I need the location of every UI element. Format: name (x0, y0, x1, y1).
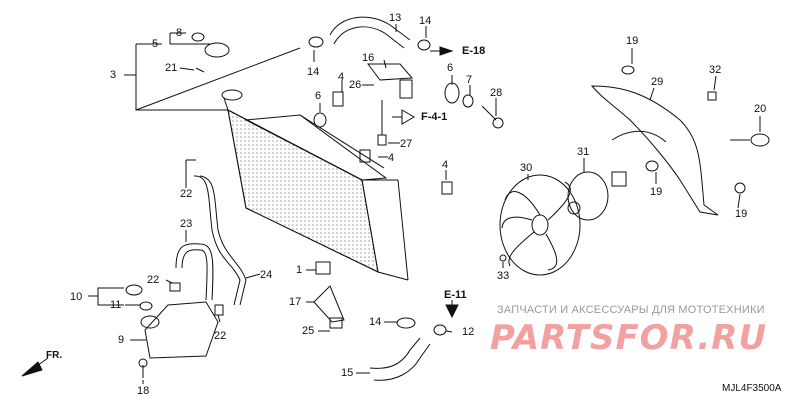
callout-19-middle: 19 (650, 186, 663, 198)
diagram-code: MJL4F3500A (722, 383, 782, 394)
callout-15: 15 (341, 367, 354, 379)
cooling-fan (499, 174, 581, 276)
fan-shroud (590, 65, 719, 216)
callout-20: 20 (754, 103, 767, 115)
leader-lines (88, 24, 761, 384)
callout-6-left: 6 (315, 90, 322, 102)
callout-8: 8 (176, 27, 183, 39)
callout-33: 33 (497, 270, 510, 282)
ref-e18: E-18 (462, 45, 486, 57)
callout-19-top: 19 (626, 35, 639, 47)
callout-30: 30 (520, 162, 533, 174)
stay-bracket (313, 63, 453, 195)
callout-25: 25 (302, 325, 315, 337)
watermark-text: ЗАПЧАСТИ И АКСЕССУАРЫ ДЛЯ МОТОТЕХНИКИ (497, 304, 765, 316)
callout-29: 29 (651, 76, 664, 88)
fan-motor (567, 160, 659, 221)
callout-31: 31 (577, 146, 590, 158)
callout-32: 32 (709, 64, 722, 76)
callout-7: 7 (466, 74, 473, 86)
radiator-core (223, 97, 409, 281)
overflow-hoses (169, 175, 247, 316)
callout-4-middle: 4 (388, 152, 395, 164)
radiator-stay (313, 261, 345, 329)
callout-27: 27 (400, 138, 413, 150)
callout-11: 11 (110, 299, 122, 311)
callout-6-right: 6 (447, 62, 454, 74)
callout-12: 12 (462, 326, 475, 338)
upper-hose (308, 16, 431, 51)
callout-5: 5 (152, 38, 159, 50)
callout-16: 16 (362, 52, 375, 64)
callout-3: 3 (110, 69, 117, 81)
ref-e11: E-11 (444, 289, 467, 301)
callout-14-lower: 14 (369, 316, 382, 328)
callout-22-middle: 22 (147, 274, 160, 286)
lower-hose (369, 317, 447, 381)
radiator-cap (191, 32, 243, 101)
callout-4-right: 4 (442, 159, 449, 171)
reserve-tank (125, 284, 219, 378)
callout-24: 24 (260, 269, 273, 281)
callout-22-upper: 22 (180, 188, 193, 200)
callout-19-right: 19 (735, 208, 748, 220)
callout-14-top-right: 14 (419, 15, 432, 27)
reference-arrows (21, 46, 459, 377)
ref-front-arrow: FR. (46, 350, 63, 361)
callout-21: 21 (165, 62, 178, 74)
fan-clip (730, 133, 770, 194)
callout-18: 18 (137, 385, 150, 397)
callout-9: 9 (118, 334, 125, 346)
callout-1: 1 (296, 264, 303, 276)
callout-22-lower: 22 (214, 330, 227, 342)
callout-28: 28 (490, 87, 503, 99)
callout-14-top-left: 14 (307, 66, 320, 78)
callout-13: 13 (389, 12, 402, 24)
watermark-logo: PARTSFOR.RU (490, 318, 768, 358)
callout-17: 17 (289, 296, 302, 308)
callout-26: 26 (349, 79, 362, 91)
ref-f41: F-4-1 (421, 111, 448, 123)
callout-23: 23 (180, 218, 193, 230)
callout-10: 10 (70, 291, 83, 303)
callout-4-upper: 4 (338, 71, 345, 83)
